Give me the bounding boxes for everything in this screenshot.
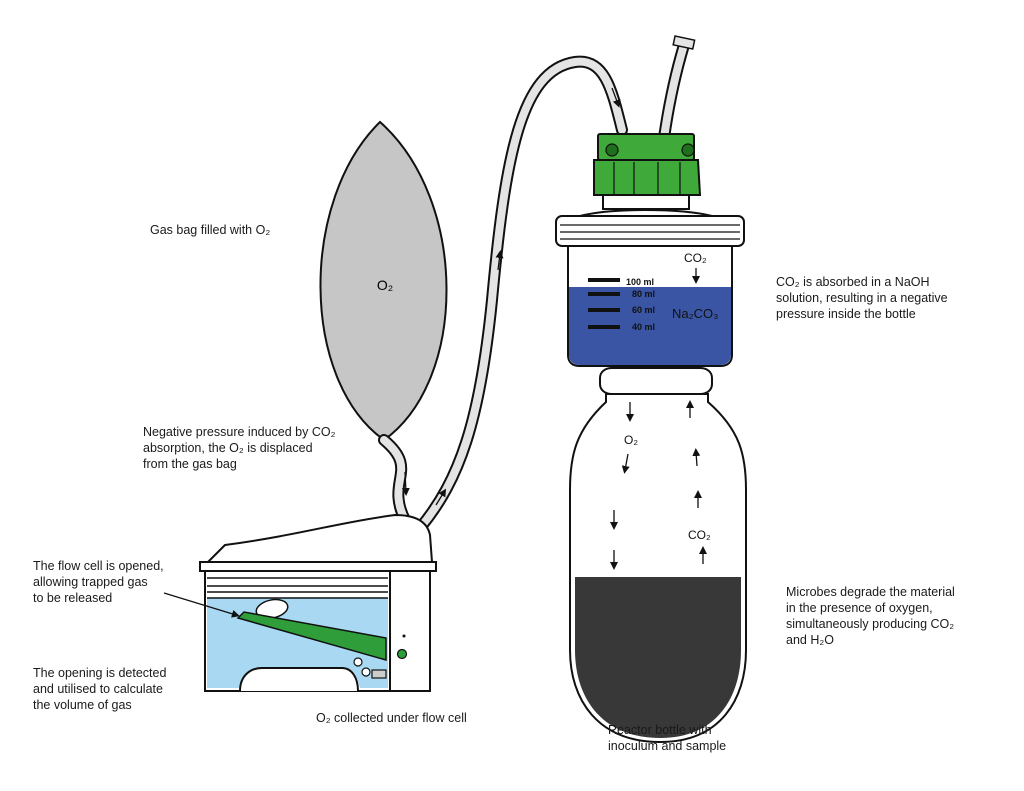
scale-mark-40: 40 ml <box>632 322 655 332</box>
flow-cell-opened-label: The flow cell is opened, allowing trappe… <box>33 559 164 605</box>
reactor-bottle: O₂ CO₂ <box>569 367 747 744</box>
bottle-co2-label: CO₂ <box>688 528 711 542</box>
outlet-tube <box>658 35 696 144</box>
gas-bag: O₂ <box>319 120 448 442</box>
absorber-lid <box>555 209 745 247</box>
scale-mark-60: 60 ml <box>632 305 655 315</box>
microbes-label: Microbes degrade the material in the pre… <box>786 585 955 647</box>
co2-absorbed-label: CO₂ is absorbed in a NaOH solution, resu… <box>776 275 948 321</box>
scale-mark-80: 80 ml <box>632 289 655 299</box>
flow-cell <box>199 513 437 692</box>
gas-bag-label: Gas bag filled with O₂ <box>150 223 271 237</box>
bag-label: O₂ <box>377 277 393 293</box>
opening-detected-label: The opening is detected and utilised to … <box>33 666 167 712</box>
scale-mark-100: 100 ml <box>626 277 654 287</box>
negative-pressure-label: Negative pressure induced by CO₂ absorpt… <box>143 425 336 471</box>
bag-tube <box>378 434 411 526</box>
o2-collected-label: O₂ collected under flow cell <box>316 711 467 725</box>
absorber-co2-label: CO₂ <box>684 251 707 265</box>
bottle-o2-label: O₂ <box>624 433 638 447</box>
connecting-tube <box>414 55 628 534</box>
absorber-cap <box>593 133 702 210</box>
flow-cell-pointer <box>163 592 240 618</box>
absorber-vessel: 100 ml 80 ml 60 ml 40 ml Na₂CO₃ CO₂ <box>567 245 733 367</box>
reactor-bottle-label: Reactor bottle with inoculum and sample <box>608 723 727 753</box>
solution-label: Na₂CO₃ <box>672 306 718 321</box>
